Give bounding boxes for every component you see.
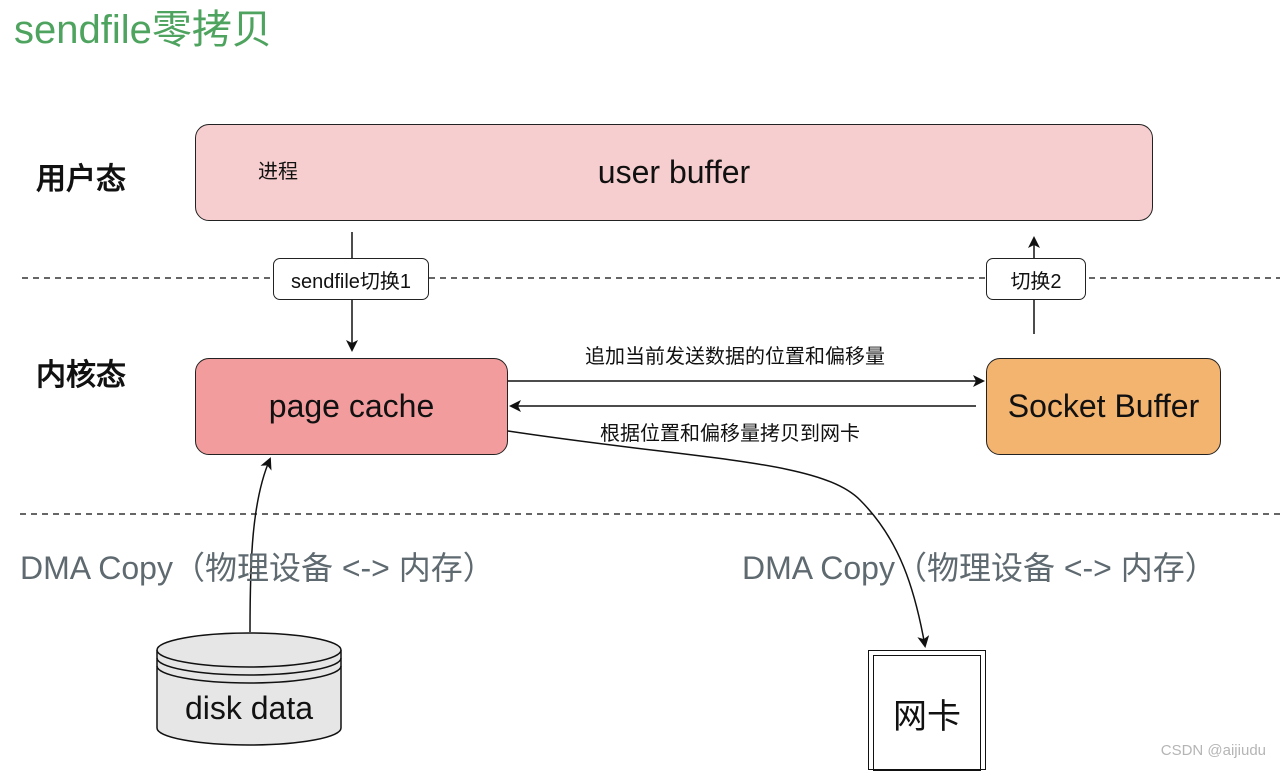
disk-data-label: disk data [184,690,314,726]
page-cache-label: page cache [268,388,435,424]
zone-label-kernel-mode: 内核态 [36,359,126,392]
nic-label: 网卡 [873,655,981,771]
dma-copy-label-right: DMA Copy（物理设备 <-> 内存） [742,550,1217,586]
copy-to-nic-arrow [507,430,930,648]
nic-node: 网卡 [868,650,986,771]
user-buffer-label: user buffer [597,154,751,190]
user-buffer-node: user buffer [195,124,1153,221]
process-label: 进程 [258,161,298,183]
dma-copy-label-left: DMA Copy（物理设备 <-> 内存） [20,550,495,586]
socket-buffer-label: Socket Buffer [1007,388,1200,424]
watermark: CSDN @aijiudu [1160,742,1266,759]
page-cache-node: page cache [195,358,508,455]
dma-disk-arrow [249,457,272,633]
append-offset-label: 追加当前发送数据的位置和偏移量 [585,346,885,368]
switch1-label: sendfile切换1 [273,258,429,300]
socket-buffer-node: Socket Buffer [986,358,1221,455]
switch2-label: 切换2 [986,258,1086,300]
zone-label-user-mode: 用户态 [36,163,126,196]
copy-to-nic-label: 根据位置和偏移量拷贝到网卡 [600,423,860,445]
page-title: sendfile零拷贝 [14,8,272,52]
disk-cylinder-icon [156,632,342,746]
